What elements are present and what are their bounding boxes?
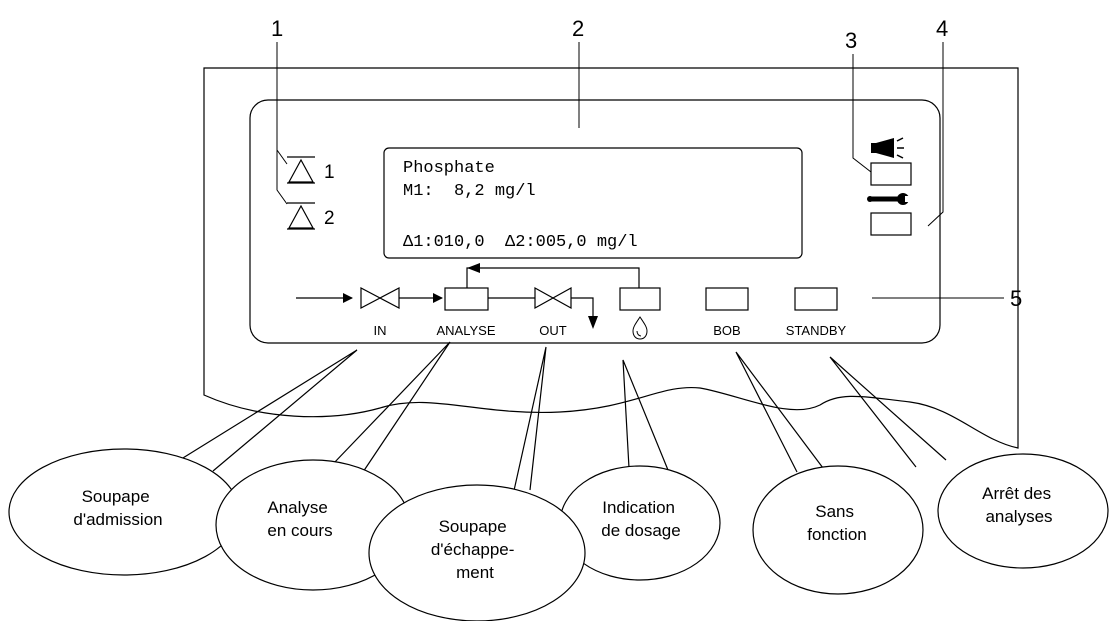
bubble-sans-fonction-line-2: fonction: [807, 525, 867, 544]
alarm-1-icon: [287, 156, 315, 184]
svg-text:Arrêt des analyses: Arrêt des analyses: [982, 484, 1056, 526]
bubble-tail-dosage: [622, 359, 669, 471]
bubble-tail-standby: [829, 356, 947, 468]
bubble-sans-fonction-line-1: Sans: [815, 502, 854, 521]
drop-icon: [632, 316, 648, 340]
dosing-indicator-button[interactable]: [619, 287, 661, 311]
bubble-soupape-echappement-line-3: ment: [456, 563, 494, 582]
bubble-arret-analyses-line-1: Arrêt des: [982, 484, 1051, 503]
bubble-tail-bob: [735, 351, 824, 473]
alarm-2-label: 2: [324, 208, 335, 229]
bubble-arret-analyses: [937, 453, 1109, 569]
svg-text:Sans fonction: Sans fonction: [807, 502, 867, 544]
out-label: OUT: [539, 323, 567, 338]
bubble-analyse-en-cours-line-1: Analyse: [267, 498, 327, 517]
outlet-valve-icon: [534, 286, 572, 310]
callout-number-3: 3: [845, 28, 857, 53]
bubble-soupape-admission-line-1: Soupape: [82, 487, 150, 506]
analyse-label: ANALYSE: [436, 323, 495, 338]
bubble-soupape-echappement-line-2: d'échappe-: [431, 540, 515, 559]
standby-label: STANDBY: [786, 323, 847, 338]
bubble-arret-analyses-line-2: analyses: [985, 507, 1052, 526]
bubble-tail-echappement: [512, 346, 547, 496]
inlet-valve-icon: [360, 287, 400, 309]
housing-outline: [203, 67, 1019, 449]
alarm-1-label: 1: [324, 162, 335, 183]
horn-icon: [871, 137, 904, 159]
front-panel: [249, 99, 941, 344]
bubble-soupape-echappement-line-1: Soupape: [439, 517, 507, 536]
bubble-sans-fonction: [752, 465, 924, 595]
callout-number-2: 2: [572, 16, 584, 41]
svg-text:Indication de dosage: Indication de dosage: [601, 498, 680, 540]
bob-label: BOB: [713, 323, 740, 338]
bubble-tail-analyse: [332, 341, 451, 479]
bubble-soupape-admission-line-2: d'admission: [73, 510, 162, 529]
wrench-icon: [867, 193, 911, 205]
analyse-button[interactable]: [444, 287, 489, 311]
callout-number-5: 5: [1010, 286, 1022, 311]
bubble-indication-dosage-line-2: de dosage: [601, 521, 680, 540]
bubble-indication-dosage-line-1: Indication: [602, 498, 675, 517]
bubble-soupape-echappement: [368, 484, 586, 621]
svg-text:Soupape d'échappe- men: Soupape d'échappe- ment: [431, 517, 519, 582]
svg-text:Analyse en cours: Analyse en cours: [267, 498, 332, 540]
display-line-3: Δ1:010,0 Δ2:005,0 mg/l: [403, 233, 638, 252]
service-indicator-lamp: [870, 212, 912, 236]
bubble-tail-admission: [169, 349, 358, 472]
bob-button[interactable]: [705, 287, 749, 311]
in-label: IN: [374, 323, 387, 338]
display-line-2: M1: 8,2 mg/l: [403, 182, 536, 201]
svg-text:Soupape d'admission: Soupape d'admission: [73, 487, 162, 529]
lcd-display: [383, 147, 803, 259]
alarm-2-icon: [287, 202, 315, 230]
alarm-indicator-lamp: [870, 162, 912, 186]
callout-number-1: 1: [271, 16, 283, 41]
standby-button[interactable]: [794, 287, 838, 311]
callout-number-4: 4: [936, 16, 948, 41]
display-line-1: Phosphate: [403, 159, 495, 178]
bubble-analyse-en-cours-line-2: en cours: [267, 521, 332, 540]
